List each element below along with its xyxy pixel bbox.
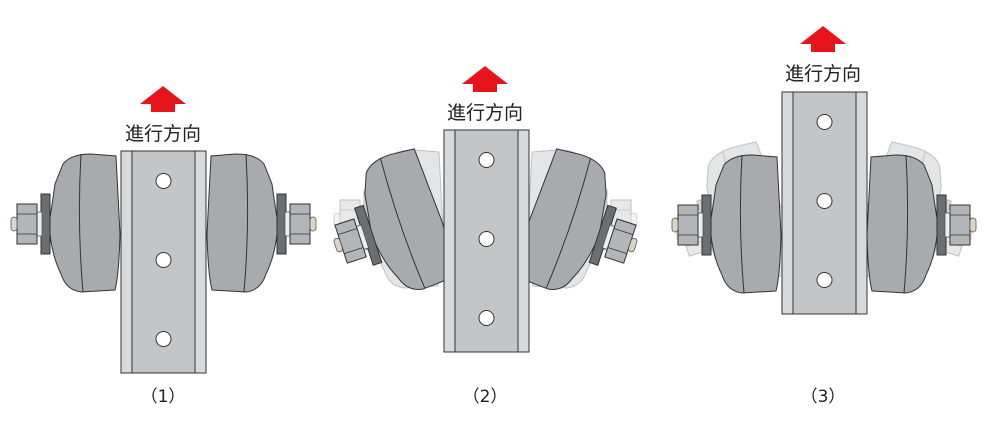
direction-label: 進行方向 (125, 123, 201, 145)
panel-1: 進行方向 （1） (10, 86, 317, 407)
left-roller (671, 154, 782, 294)
right-roller (206, 153, 317, 293)
caption: （2） (463, 387, 508, 407)
direction-label: 進行方向 (785, 63, 861, 85)
panel-2: 進行方向 （2） (313, 66, 658, 407)
panel-3: 進行方向 （3） (655, 26, 993, 407)
rail (120, 150, 207, 374)
direction-label: 進行方向 (447, 102, 523, 124)
caption: （3） (801, 387, 846, 407)
direction-arrow-icon (140, 86, 186, 112)
direction-arrow-icon (462, 66, 508, 92)
right-roller (866, 154, 977, 294)
rail (443, 129, 530, 353)
left-roller (10, 153, 121, 293)
rail (781, 91, 868, 315)
direction-arrow-icon (800, 26, 846, 52)
caption: （1） (141, 387, 186, 407)
